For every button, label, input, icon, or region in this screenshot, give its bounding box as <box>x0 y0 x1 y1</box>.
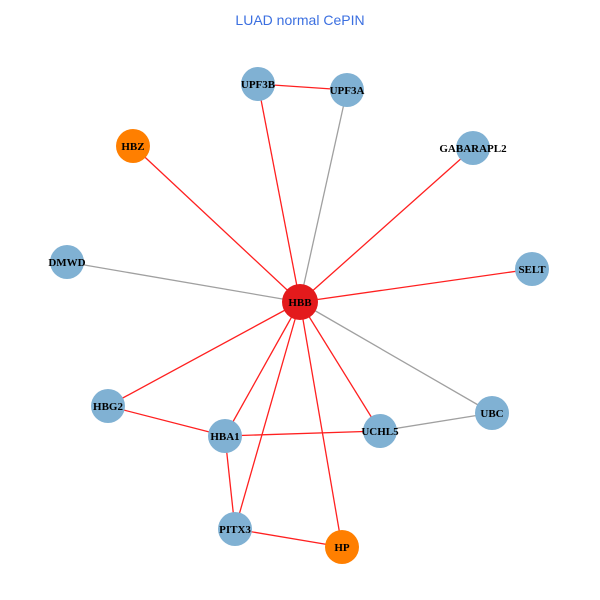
edge-hbb-hbg2 <box>107 301 301 407</box>
node-label: UBC <box>480 408 503 420</box>
node-upf3b[interactable]: UPF3B <box>241 67 276 101</box>
node-pitx3[interactable]: PITX3 <box>218 512 252 546</box>
edge-hbb-pitx3 <box>234 301 301 530</box>
node-label: GABARAPL2 <box>439 143 507 155</box>
node-label: UPF3A <box>330 85 365 97</box>
edge-hbb-gabarapl2 <box>299 147 474 303</box>
edge-hbb-upf3b <box>257 83 301 303</box>
node-label: UPF3B <box>241 79 276 91</box>
node-circle <box>50 245 84 279</box>
node-circle <box>208 419 242 453</box>
node-circle <box>363 414 397 448</box>
node-hp[interactable]: HP <box>325 530 359 564</box>
node-circle <box>456 131 490 165</box>
node-circle <box>515 252 549 286</box>
node-circle <box>218 512 252 546</box>
node-label: HBA1 <box>210 431 239 443</box>
node-ubc[interactable]: UBC <box>475 396 509 430</box>
edge-hbg2-hba1 <box>107 405 226 437</box>
node-label: UCHL5 <box>361 426 399 438</box>
node-hba1[interactable]: HBA1 <box>208 419 242 453</box>
node-selt[interactable]: SELT <box>515 252 549 286</box>
node-label: HBZ <box>121 141 144 153</box>
edge-hbb-ubc <box>299 301 493 414</box>
node-circle <box>116 129 150 163</box>
node-circle <box>325 530 359 564</box>
diagram-title: LUAD normal CePIN <box>235 12 365 28</box>
node-label: SELT <box>518 264 546 276</box>
node-circle <box>91 389 125 423</box>
node-label: DMWD <box>48 257 85 269</box>
node-circle <box>475 396 509 430</box>
node-hbg2[interactable]: HBG2 <box>91 389 125 423</box>
node-uchl5[interactable]: UCHL5 <box>361 414 399 448</box>
edge-hbb-uchl5 <box>299 301 381 432</box>
edge-hbb-hbz <box>132 145 301 303</box>
edge-hbb-hp <box>299 301 343 548</box>
node-circle <box>330 73 364 107</box>
node-label: HBG2 <box>93 401 123 413</box>
node-dmwd[interactable]: DMWD <box>48 245 86 279</box>
node-label: PITX3 <box>219 524 251 536</box>
node-label: HBB <box>288 297 312 309</box>
node-label: HP <box>334 542 350 554</box>
node-upf3a[interactable]: UPF3A <box>330 73 365 107</box>
edge-hba1-uchl5 <box>224 430 381 437</box>
edge-hbb-upf3a <box>299 89 348 303</box>
node-hbz[interactable]: HBZ <box>116 129 150 163</box>
node-gabarapl2[interactable]: GABARAPL2 <box>439 131 507 165</box>
node-circle <box>241 67 275 101</box>
edge-hbb-selt <box>299 268 533 303</box>
node-hbb[interactable]: HBB <box>282 284 318 320</box>
edge-hbb-dmwd <box>66 261 301 303</box>
node-circle <box>282 284 318 320</box>
edge-uchl5-ubc <box>379 412 493 432</box>
edge-hbb-hba1 <box>224 301 301 437</box>
edge-pitx3-hp <box>234 528 343 548</box>
